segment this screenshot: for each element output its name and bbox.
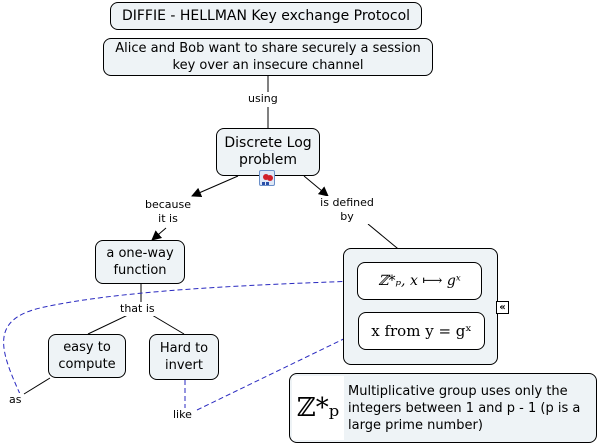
note-text: Multiplicative group uses only the integ… [348,383,581,433]
goal-text: Alice and Bob want to share securely a s… [115,41,421,73]
one-way-text: a one-way function [106,246,174,278]
link-label-because: because it is [140,198,196,226]
map-formula-text: ℤ*ₚ, x ⟼ gˣ [378,272,461,289]
invert-formula-node[interactable]: x from y = gˣ [358,312,485,350]
title-text: DIFFIE - HELLMAN Key exchange Protocol [121,7,411,24]
link-label-that-is: that is [120,302,155,316]
collapse-icon[interactable]: « [496,301,509,314]
easy-node[interactable]: easy to compute [48,334,126,378]
map-formula-node[interactable]: ℤ*ₚ, x ⟼ gˣ [357,262,482,300]
title-node[interactable]: DIFFIE - HELLMAN Key exchange Protocol [110,2,422,30]
note-symbol: ℤ*ₚ [292,376,344,440]
link-because-oneway [151,227,167,241]
invert-formula-text: x from y = gˣ [371,321,472,340]
link-dl-because [191,175,239,197]
link-dl-defined [303,175,329,197]
easy-text: easy to compute [58,340,116,372]
goal-node[interactable]: Alice and Bob want to share securely a s… [103,38,433,76]
dashed-link-as-map [3,276,357,395]
link-thatis-hard [151,314,185,335]
link-label-defined: is defined by [312,196,382,224]
link-thatis-easy [87,314,129,335]
hard-node[interactable]: Hard to invert [149,334,219,380]
link-label-using: using [248,92,278,106]
one-way-node[interactable]: a one-way function [95,240,185,284]
note-node[interactable]: ℤ*ₚ Multiplicative group uses only the i… [289,373,597,443]
link-label-as: as [9,393,22,407]
dashed-link-like-invert [196,331,359,411]
resource-glyph-icon [262,174,273,185]
discrete-log-text: Discrete Log problem [224,135,312,168]
hard-text: Hard to invert [159,341,209,373]
link-easy-as [23,377,51,395]
link-label-like: like [173,408,192,422]
concept-map-resource-icon[interactable] [259,170,275,186]
discrete-log-node[interactable]: Discrete Log problem [216,128,320,176]
